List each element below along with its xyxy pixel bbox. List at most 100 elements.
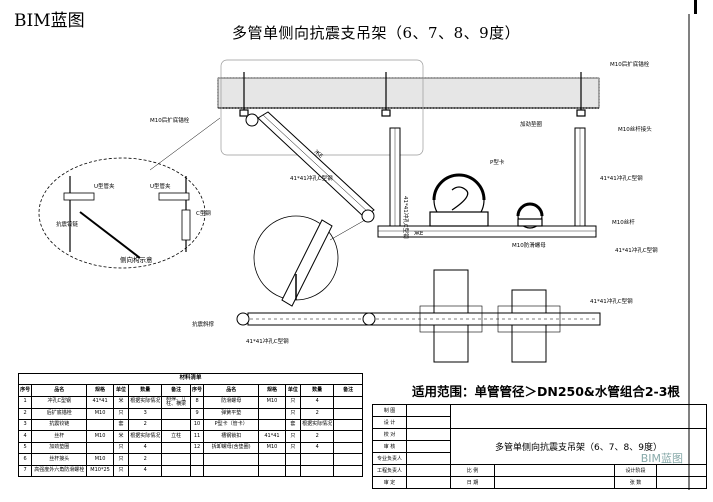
materials-cell: 5 (17, 441, 33, 455)
materials-cell: 抗震铰链 (31, 418, 88, 432)
materials-header-cell: 单位 (112, 384, 130, 397)
materials-cell: 4 (300, 395, 335, 409)
materials-cell: M10*25 (86, 464, 114, 477)
materials-cell: 冲孔C型钢 (31, 395, 88, 409)
materials-header-cell: 单位 (284, 384, 302, 397)
materials-cell: M10 (258, 441, 286, 455)
title-block-field-value (656, 464, 707, 477)
materials-cell: 只 (112, 441, 130, 455)
materials-cell: P型卡（管卡） (203, 418, 260, 432)
drawing-title: 多管单侧向抗震支吊架（6、7、8、9度） (232, 24, 521, 42)
label-u-clamp-b: U型管夹 (150, 182, 171, 190)
materials-cell (203, 464, 260, 477)
title-block-row: 工程负责人比 例设计阶段 (372, 464, 707, 477)
materials-cell (333, 418, 363, 432)
title-block-field-label: 设计阶段 (614, 464, 657, 477)
materials-header-cell: 数量 (128, 384, 163, 397)
title-block-field-label: 日 期 (450, 476, 495, 489)
title-block-label: 审 核 (372, 440, 407, 453)
materials-cell (333, 441, 363, 455)
label-bottom-nut: M10防滑螺母 (512, 241, 546, 249)
materials-cell: 8 (189, 395, 205, 409)
materials-header-cell: 序号 (189, 384, 205, 397)
label-channel-bottom: 41*41冲孔C型钢 (615, 246, 658, 254)
label-brace-channel: 41*41冲孔C型钢 (246, 337, 289, 345)
materials-cell: 3 (128, 407, 163, 421)
title-block-value (406, 476, 451, 489)
title-block-drawing-name: 多管单侧向抗震支吊架（6、7、8、9度） (450, 428, 707, 465)
materials-cell: 2 (17, 407, 33, 421)
label-plan-channel: 41*41冲孔C型钢 (590, 297, 633, 305)
materials-cell: 丝杆 (31, 430, 88, 443)
watermark: BIM蓝图 (640, 452, 683, 465)
materials-cell: 丝杆接头 (31, 453, 88, 466)
label-anchor-plate: 加劲垫圈 (520, 120, 543, 128)
materials-cell (161, 453, 191, 466)
materials-cell: M10 (258, 395, 286, 409)
materials-cell: 只 (284, 407, 302, 421)
label-channel-vertical: 41*41冲孔C型钢 (402, 196, 410, 239)
brace-logo: ЖЕ (313, 149, 324, 160)
title-block-label: 工程负责人 (372, 464, 407, 477)
label-c-channel: C型钢 (196, 209, 211, 217)
frame-mark (694, 0, 697, 14)
materials-cell (333, 453, 363, 466)
title-block-value (406, 464, 451, 477)
label-u-clamp-a: U型管夹 (94, 182, 115, 190)
materials-cell: 弹簧平垫 (203, 407, 260, 421)
title-block-label: 专业负责人 (372, 452, 407, 465)
materials-cell (161, 418, 191, 432)
materials-cell (333, 430, 363, 443)
scope-note: 适用范围：单管管径＞DN250&水管组合2-3根 (412, 384, 680, 399)
materials-cell (258, 407, 286, 421)
materials-header-cell: 品名 (31, 384, 88, 397)
diagonal-brace (245, 111, 375, 223)
materials-cell: 3 (17, 418, 33, 432)
title-block-value (406, 404, 451, 417)
title-block-row: 校 对 多管单侧向抗震支吊架（6、7、8、9度） (372, 428, 707, 465)
label-channel-vertical-right: 41*41冲孔C型钢 (600, 174, 643, 182)
materials-header-cell: 备注 (333, 384, 363, 397)
materials-cell: 2 (300, 430, 335, 443)
materials-cell: 4 (17, 430, 33, 443)
materials-cell (189, 453, 205, 466)
plan-view (236, 269, 601, 363)
title-block-blank (450, 404, 707, 429)
materials-cell: 根据实际情况 (128, 395, 163, 409)
materials-cell: 套 (284, 418, 302, 432)
title-block-value (406, 452, 451, 465)
materials-header-cell: 数量 (300, 384, 335, 397)
materials-cell: 只 (284, 441, 302, 455)
materials-header-cell: 序号 (17, 384, 33, 397)
materials-cell: 米 (112, 395, 130, 409)
materials-cell (161, 441, 191, 455)
materials-cell (258, 453, 286, 466)
title-block-value (406, 428, 451, 441)
materials-cell: 高强度外六角防滑螺栓 (31, 464, 88, 477)
materials-cell: 10 (189, 418, 205, 432)
materials-cell: 12 (189, 441, 205, 455)
materials-caption: 材料清单 (18, 372, 363, 386)
materials-cell (300, 464, 335, 477)
label-anti-seismic-link: 抗震铰链 (56, 220, 79, 228)
materials-header-cell: 品名 (203, 384, 260, 397)
materials-cell (300, 453, 335, 466)
materials-cell: 2 (128, 453, 163, 466)
materials-cell: 41*41 (258, 430, 286, 443)
materials-cell: 根据实际情况 (128, 430, 163, 443)
materials-cell: M10 (86, 453, 114, 466)
ceiling-slab (217, 77, 600, 109)
label-rod: M10丝杆 (612, 218, 635, 226)
title-block-label: 校 对 (372, 428, 407, 441)
materials-cell: 防滑螺母 (203, 395, 260, 409)
title-block-value (406, 440, 451, 453)
title-block-field-value (656, 476, 707, 489)
materials-cell: 套 (112, 418, 130, 432)
materials-header-cell: 备注 (161, 384, 191, 397)
